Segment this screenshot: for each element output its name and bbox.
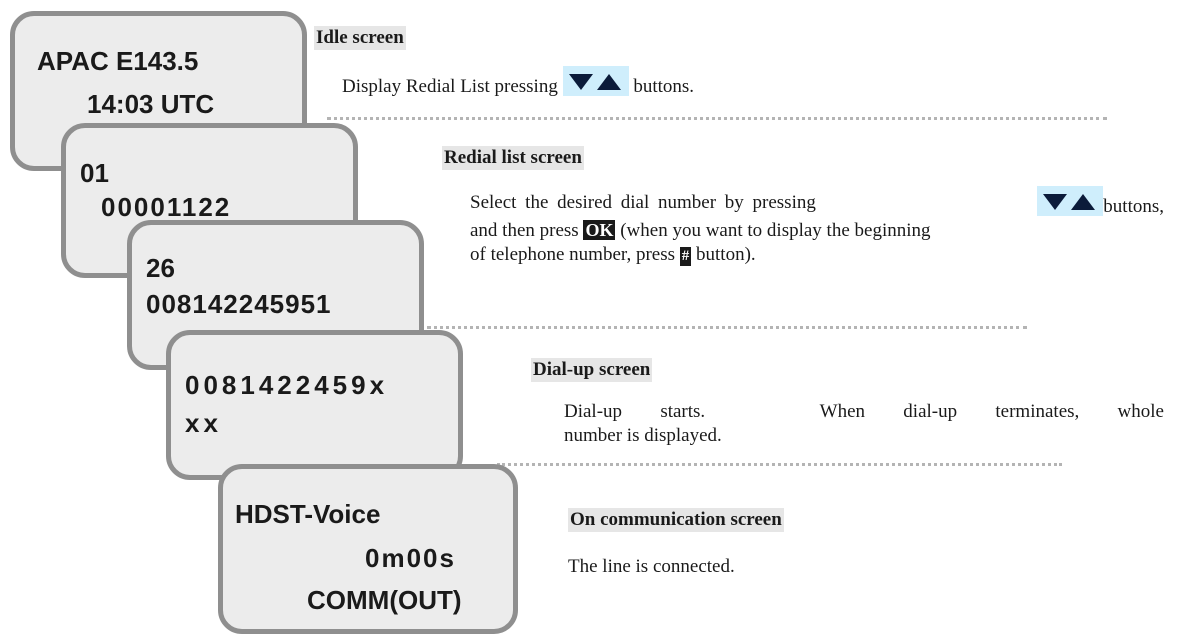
idle-line-1: APAC E143.5 — [37, 46, 199, 76]
divider-2 — [427, 326, 1027, 329]
divider-1 — [327, 117, 1107, 120]
comm-section-desc: The line is connected. — [568, 556, 735, 577]
dialup-section-desc: Dial-up starts. When dial-up terminates,… — [564, 400, 1164, 448]
comm-screen-lcd: HDST-Voice 0m00s COMM(OUT) — [218, 464, 518, 634]
redial-section-title: Redial list screen — [442, 146, 584, 170]
redial-desc-5: of telephone number, press — [470, 244, 676, 265]
down-up-arrows-icon — [568, 74, 621, 90]
redial-desc-6: button). — [696, 244, 756, 265]
dialup-section-title: Dial-up screen — [531, 358, 653, 382]
idle-section-desc: Display Redial List pressing buttons. — [342, 66, 694, 99]
arrow-keys-icon — [1037, 186, 1104, 216]
redial-desc-3: and then press — [470, 220, 579, 241]
redial1-line-1: 01 — [80, 158, 109, 188]
comm-line-1: HDST-Voice — [235, 499, 381, 529]
redial2-line-1: 26 — [146, 253, 175, 283]
comm-section-title: On communication screen — [568, 508, 784, 532]
divider-3 — [497, 463, 1062, 466]
redial-desc-row-3: of telephone number, press # button). — [470, 243, 1164, 267]
dialup-screen-lcd: 0081422459x xx — [166, 330, 463, 480]
idle-section-title: Idle screen — [314, 26, 406, 50]
redial-desc-2: buttons, — [1103, 196, 1164, 217]
ok-key-icon: OK — [583, 220, 616, 240]
dialup-line-2: xx — [185, 408, 222, 438]
idle-desc-after: buttons. — [633, 76, 695, 97]
dialup-desc-2: number is displayed. — [564, 425, 722, 446]
comm-line-3: COMM(OUT) — [307, 585, 462, 615]
redial1-line-2: 00001122 — [101, 192, 232, 222]
redial-desc-1: Select the desired dial number by pressi… — [470, 191, 816, 213]
redial-section-desc: Select the desired dial number by pressi… — [470, 186, 1164, 267]
arrow-keys-icon — [562, 66, 629, 96]
idle-desc-text: Display Redial List pressing — [342, 76, 558, 97]
idle-line-2: 14:03 UTC — [87, 89, 215, 119]
down-up-arrows-icon — [1043, 194, 1096, 210]
hash-key-icon: # — [679, 247, 692, 266]
redial-desc-4: (when you want to display the beginning — [620, 220, 931, 241]
redial-desc-1b: buttons, — [1037, 186, 1164, 219]
redial2-line-2: 008142245951 — [146, 289, 332, 319]
dialup-desc-1: Dial-up starts. When dial-up terminates,… — [564, 401, 1164, 422]
redial-desc-row-1: Select the desired dial number by pressi… — [470, 186, 1164, 219]
redial-desc-row-2: and then press OK (when you want to disp… — [470, 219, 1164, 243]
comm-line-2: 0m00s — [365, 543, 456, 573]
dialup-line-1: 0081422459x — [185, 370, 389, 400]
